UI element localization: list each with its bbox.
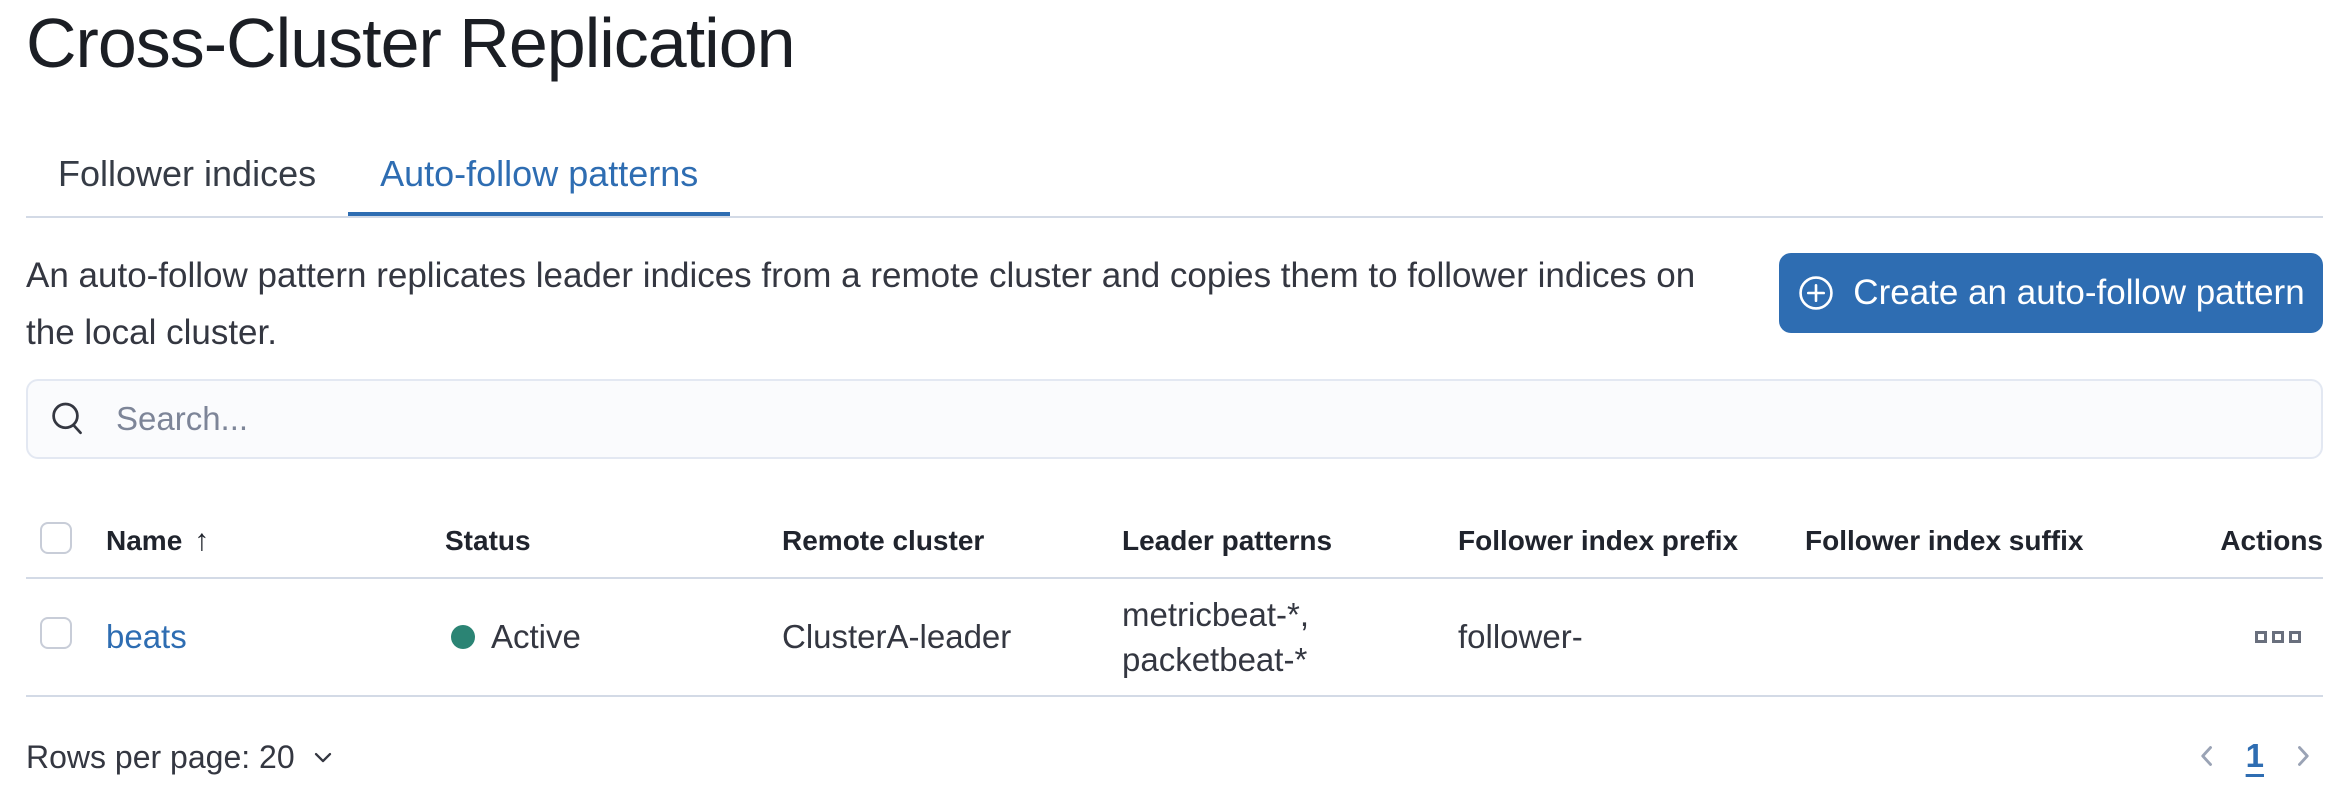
chevron-down-icon — [314, 752, 331, 763]
column-header-status: Status — [445, 525, 531, 556]
pagination: 1 — [2190, 733, 2320, 779]
boxes-horizontal-icon — [2255, 631, 2267, 643]
status-label: Active — [491, 618, 581, 655]
chevron-right-icon — [2298, 746, 2309, 766]
tabs-divider — [26, 216, 2323, 218]
rows-per-page-button[interactable]: Rows per page: 20 — [26, 735, 337, 779]
name-cell: beats — [106, 618, 445, 656]
row-actions-button[interactable] — [2255, 631, 2323, 643]
select-all-checkbox[interactable] — [40, 521, 72, 554]
status-cell: Active — [445, 618, 782, 656]
column-header-follower-index-suffix: Follower index suffix — [1805, 525, 2084, 556]
column-header-name[interactable]: Name ↑ — [106, 524, 445, 558]
next-page-button[interactable] — [2286, 739, 2320, 773]
column-header-remote-cluster: Remote cluster — [782, 525, 985, 556]
chevron-left-icon — [2200, 746, 2212, 766]
sort-ascending-icon: ↑ — [194, 524, 210, 557]
remote-cluster-cell: ClusterA-leader — [782, 618, 1012, 655]
row-checkbox[interactable] — [40, 617, 72, 649]
status-active-dot-icon — [451, 625, 475, 649]
column-header-leader-patterns: Leader patterns — [1122, 525, 1333, 556]
create-button-label: Create an auto-follow pattern — [1853, 273, 2305, 312]
row-select-cell — [26, 617, 106, 657]
tab-auto-follow-patterns[interactable]: Auto-follow patterns — [348, 130, 730, 218]
rows-per-page-label: Rows per page: 20 — [26, 738, 295, 775]
pattern-name-link[interactable]: beats — [106, 618, 187, 655]
create-auto-follow-pattern-button[interactable]: Create an auto-follow pattern — [1779, 253, 2323, 333]
column-header-follower-index-prefix: Follower index prefix — [1458, 525, 1739, 556]
column-header-name-label: Name — [106, 525, 183, 556]
table-header-row: Name ↑ Status Remote cluster Leader patt… — [26, 505, 2323, 579]
search-bar — [26, 379, 2323, 459]
plus-in-circle-icon — [1799, 276, 1834, 310]
previous-page-button[interactable] — [2190, 739, 2224, 773]
page-title: Cross-Cluster Replication — [26, 4, 796, 82]
tab-follower-indices[interactable]: Follower indices — [58, 153, 317, 194]
search-input[interactable] — [114, 383, 2321, 455]
follower-index-prefix-cell: follower- — [1458, 618, 1583, 655]
select-all-cell — [26, 521, 106, 561]
page-description: An auto-follow pattern replicates leader… — [26, 256, 1696, 352]
tab-bar: Follower indices Auto-follow patterns — [26, 130, 730, 218]
table-row: beats Active ClusterA-leader metricbeat-… — [26, 579, 2323, 697]
leader-patterns-cell: metricbeat-*, packetbeat-* — [1122, 596, 1310, 678]
page-number-1[interactable]: 1 — [2245, 737, 2264, 774]
search-icon — [52, 402, 82, 435]
column-header-actions: Actions — [2220, 525, 2323, 556]
